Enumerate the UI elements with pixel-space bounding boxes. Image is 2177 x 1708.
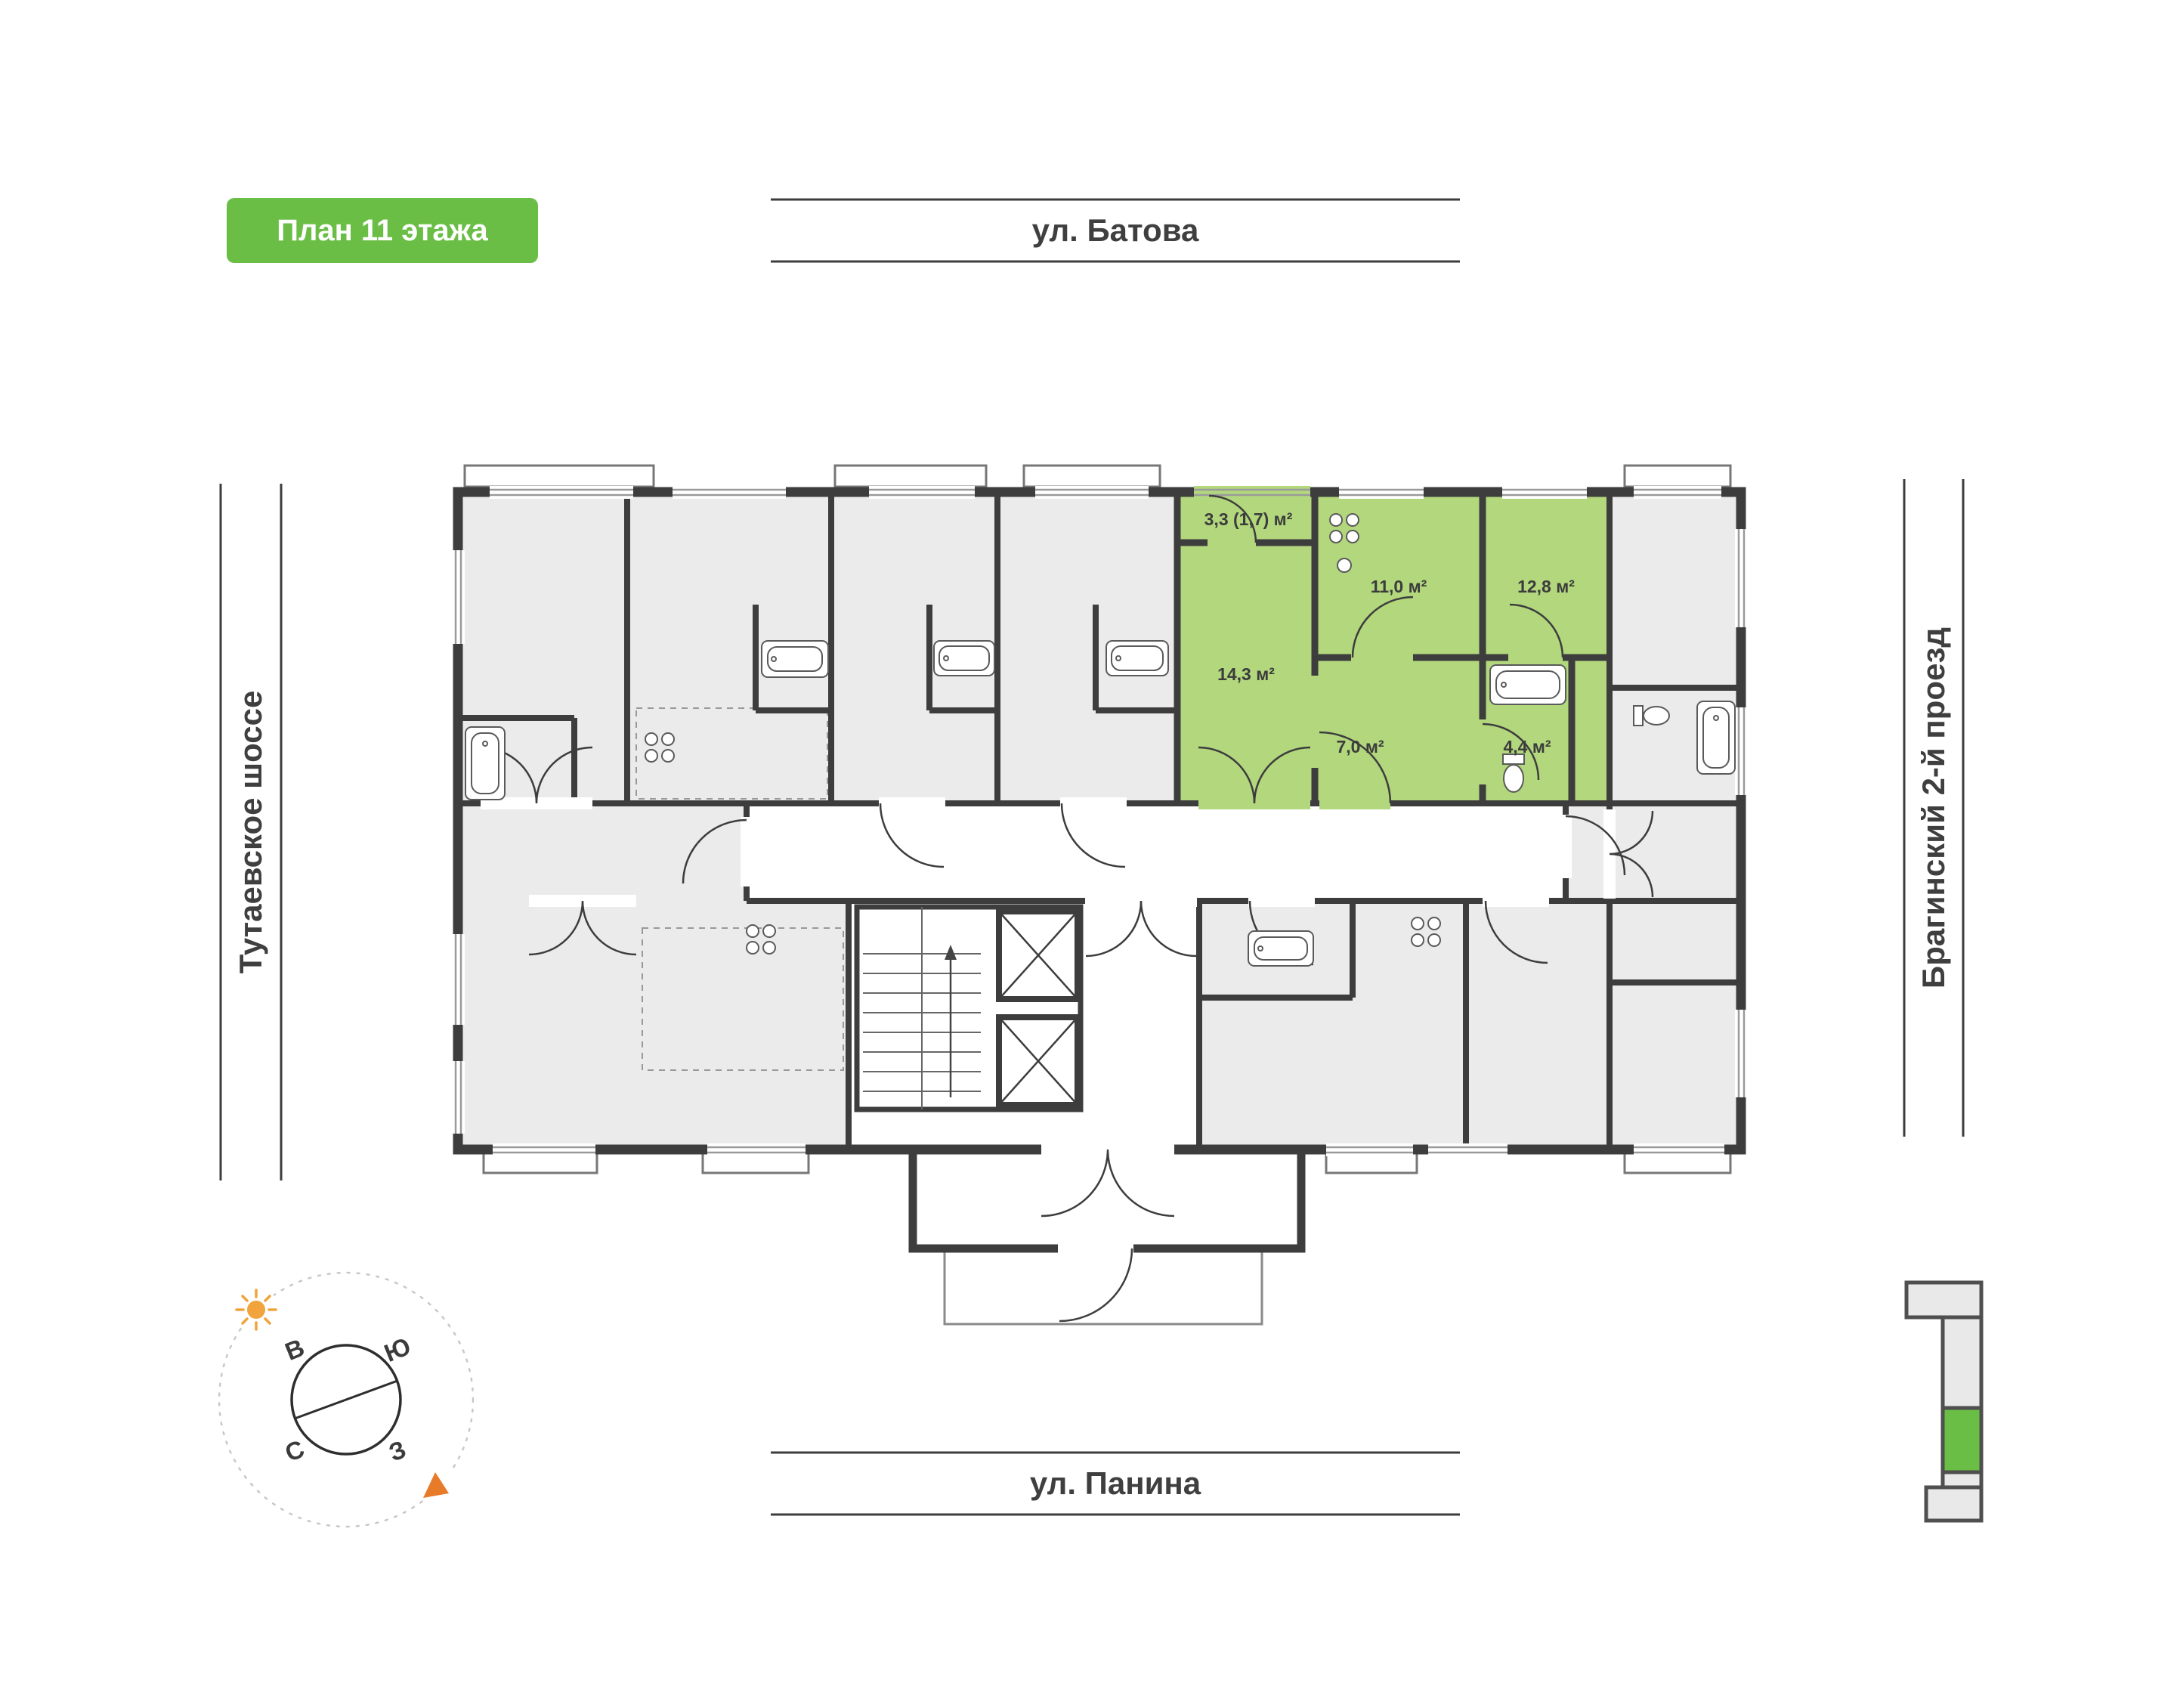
apartment-room-labels: 3,3 (1,7) м² 11,0 м² 12,8 м² 14,3 м² 7,0…	[1204, 509, 1576, 757]
street-guides	[219, 198, 1965, 1516]
room-area-label-balcony: 3,3 (1,7) м²	[1204, 509, 1293, 529]
bathtub-icon	[1696, 701, 1736, 775]
kitchen-zones	[635, 707, 844, 1071]
entrance-porch	[943, 1247, 1263, 1326]
windows	[452, 486, 1748, 1156]
door-openings	[481, 797, 1616, 1255]
street-label-braginsky: Брагинский 2-й проезд	[1916, 627, 1951, 989]
street-label-tutaevskoe: Тутаевское шоссе	[233, 690, 268, 974]
stove-icon	[1411, 917, 1441, 947]
staircase	[854, 904, 1084, 1112]
stairs-direction-arrow	[945, 945, 957, 960]
compass-arrow-icon	[423, 1472, 449, 1498]
compass-east-label: В	[281, 1333, 308, 1366]
compass-north-label: С	[281, 1434, 308, 1467]
minimap-highlight-section	[1940, 1406, 1984, 1474]
bathtub-icon	[1489, 664, 1566, 705]
room-area-label-hallway: 7,0 м²	[1336, 737, 1384, 757]
floor-badge-label: План 11 этажа	[277, 213, 488, 247]
room-area-label-kitchen: 11,0 м²	[1371, 577, 1427, 596]
bathtub-icon	[465, 726, 506, 800]
building-plan: 3,3 (1,7) м² 11,0 м² 12,8 м² 14,3 м² 7,0…	[452, 464, 1748, 1326]
street-lines-left	[219, 484, 283, 1180]
compass-axis-line	[294, 1379, 398, 1420]
compass-west-label: З	[385, 1435, 410, 1467]
bathtub-icon	[1106, 640, 1169, 676]
street-lines-bottom	[771, 1451, 1460, 1516]
elevator-shafts	[996, 908, 1081, 1108]
room-area-label-living: 14,3 м²	[1217, 664, 1275, 684]
street-label-panina: ул. Панина	[1029, 1465, 1201, 1501]
vestibule	[913, 1149, 1301, 1249]
bathtub-icon	[761, 640, 829, 678]
compass-dashed-circle	[218, 1271, 475, 1528]
stove-icon	[746, 924, 776, 955]
sun-icon	[235, 1289, 277, 1331]
corridor	[747, 803, 1566, 901]
street-lines-top	[771, 198, 1460, 263]
floor-badge: План 11 этажа	[227, 198, 538, 263]
stove-icon	[1329, 513, 1359, 543]
toilet-icon	[1633, 705, 1670, 726]
street-label-batova: ул. Батова	[1031, 212, 1199, 248]
bathtub-icon	[933, 640, 995, 676]
compass: В Ю С З	[218, 1271, 475, 1528]
bathtub-icon	[1248, 930, 1314, 967]
toilet-icon	[1502, 753, 1525, 793]
stove-icon	[645, 732, 675, 763]
room-area-label-bedroom: 12,8 м²	[1517, 577, 1575, 596]
minimap-building	[1904, 1280, 1984, 1523]
fixtures	[465, 513, 1736, 967]
room-area-label-bathroom: 4,4 м²	[1503, 737, 1551, 757]
sink-icon	[1337, 558, 1352, 573]
street-lines-right	[1903, 479, 1965, 1137]
